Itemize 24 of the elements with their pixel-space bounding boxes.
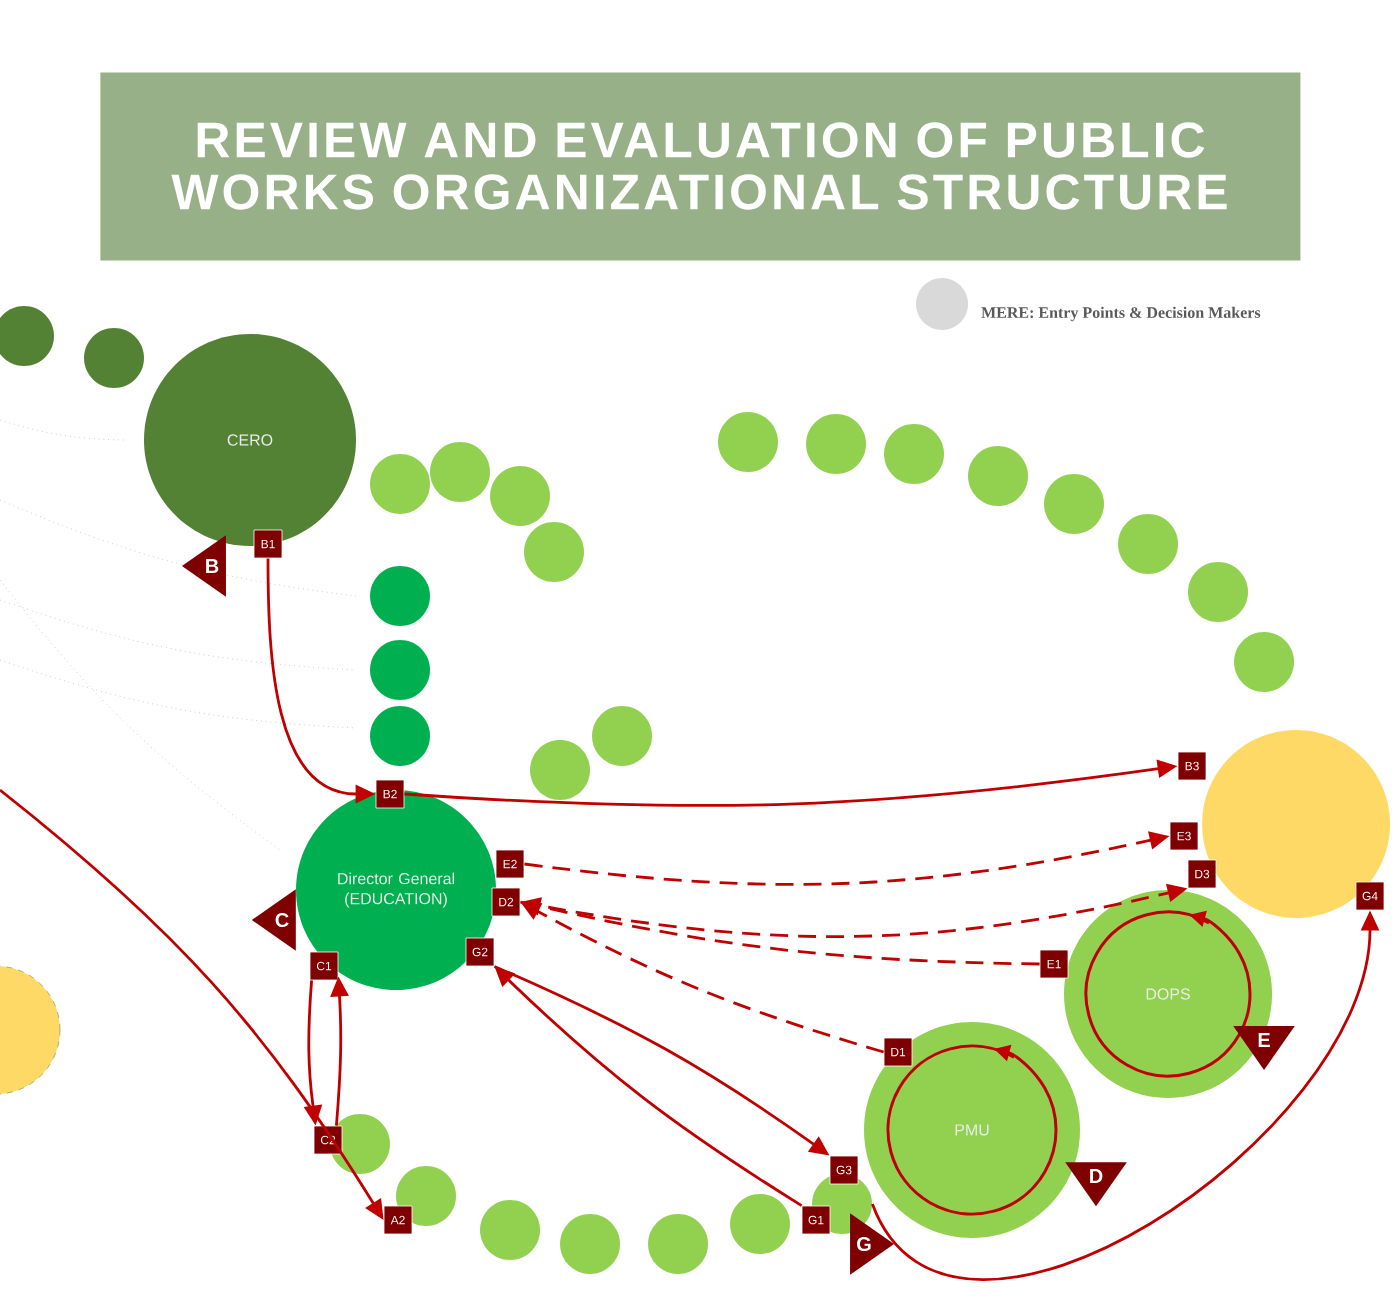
circle bbox=[490, 466, 550, 526]
title: REVIEW AND EVALUATION OF PUBLIC WORKS ORGANIZATIONAL STRUCTURE bbox=[171, 122, 1227, 210]
circle bbox=[560, 1214, 620, 1274]
circle bbox=[718, 412, 778, 472]
circle bbox=[370, 454, 430, 514]
circle bbox=[884, 424, 944, 484]
circle bbox=[370, 706, 430, 766]
circle bbox=[370, 640, 430, 700]
circle bbox=[1118, 514, 1178, 574]
circle bbox=[1188, 562, 1248, 622]
circle bbox=[430, 442, 490, 502]
legend-text: MERE: Entry Points & Decision Makers bbox=[981, 306, 1261, 322]
circle bbox=[968, 446, 1028, 506]
circle bbox=[1234, 632, 1294, 692]
circle bbox=[730, 1194, 790, 1254]
circle bbox=[480, 1200, 540, 1260]
circle bbox=[84, 328, 144, 388]
circle bbox=[806, 414, 866, 474]
circle bbox=[370, 566, 430, 626]
circle bbox=[592, 706, 652, 766]
circle bbox=[648, 1214, 708, 1274]
circle bbox=[1044, 474, 1104, 534]
circle bbox=[524, 522, 584, 582]
circle bbox=[530, 740, 590, 800]
